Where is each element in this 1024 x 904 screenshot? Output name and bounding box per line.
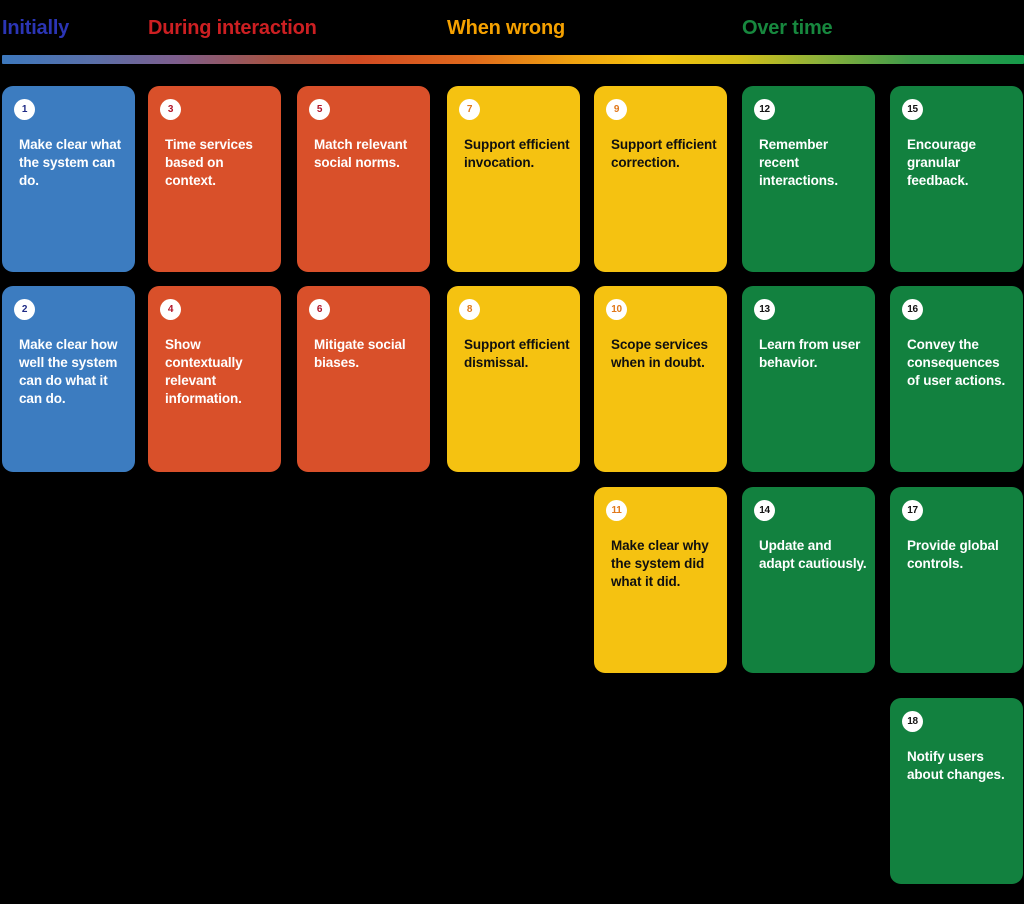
guideline-number-badge: 5 — [309, 99, 330, 120]
guideline-card-text: Provide global controls. — [907, 538, 999, 572]
guideline-card-text: Make clear what the system can do. — [19, 137, 122, 189]
guideline-number-badge: 6 — [309, 299, 330, 320]
guideline-card-text: Make clear how well the system can do wh… — [19, 337, 118, 407]
guideline-card-text: Notify users about changes. — [907, 749, 1005, 783]
guideline-number-badge: 11 — [606, 500, 627, 521]
guideline-number-badge: 12 — [754, 99, 775, 120]
guideline-card-text: Match relevant social norms. — [314, 137, 408, 171]
guideline-card-text: Encourage granular feedback. — [907, 137, 976, 189]
guideline-card-text: Make clear why the system did what it di… — [611, 538, 709, 590]
phase-header-initially: Initially — [2, 17, 70, 39]
guideline-card-text: Time services based on context. — [165, 137, 253, 189]
guideline-number-badge: 16 — [902, 299, 923, 320]
phase-header-when-wrong: When wrong — [447, 17, 565, 39]
guideline-number-badge: 8 — [459, 299, 480, 320]
guideline-card-text: Update and adapt cautiously. — [759, 538, 867, 572]
guideline-card-text: Convey the consequences of user actions. — [907, 337, 1006, 389]
phase-header-over-time: Over time — [742, 17, 833, 39]
guideline-number-badge: 14 — [754, 500, 775, 521]
guideline-number-badge: 15 — [902, 99, 923, 120]
guideline-number-badge: 13 — [754, 299, 775, 320]
guideline-card-text: Support efficient invocation. — [464, 137, 570, 171]
guideline-number-badge: 9 — [606, 99, 627, 120]
guideline-number-badge: 3 — [160, 99, 181, 120]
guideline-card-text: Show contextually relevant information. — [165, 337, 243, 407]
guideline-card-text: Learn from user behavior. — [759, 337, 861, 371]
guideline-card-text: Scope services when in doubt. — [611, 337, 708, 371]
guideline-number-badge: 10 — [606, 299, 627, 320]
guideline-card-text: Support efficient dismissal. — [464, 337, 570, 371]
guideline-number-badge: 7 — [459, 99, 480, 120]
phase-gradient-bar — [2, 55, 1024, 64]
guideline-number-badge: 2 — [14, 299, 35, 320]
guideline-number-badge: 17 — [902, 500, 923, 521]
guideline-card-text: Mitigate social biases. — [314, 337, 406, 371]
guideline-card-text: Remember recent interactions. — [759, 137, 838, 189]
guideline-card-text: Support efficient correction. — [611, 137, 717, 171]
guideline-number-badge: 1 — [14, 99, 35, 120]
phase-header-during-interaction: During interaction — [148, 17, 317, 39]
guideline-number-badge: 4 — [160, 299, 181, 320]
guideline-number-badge: 18 — [902, 711, 923, 732]
phase-header-band: Initially During interaction When wrong Ove… — [0, 0, 1024, 55]
